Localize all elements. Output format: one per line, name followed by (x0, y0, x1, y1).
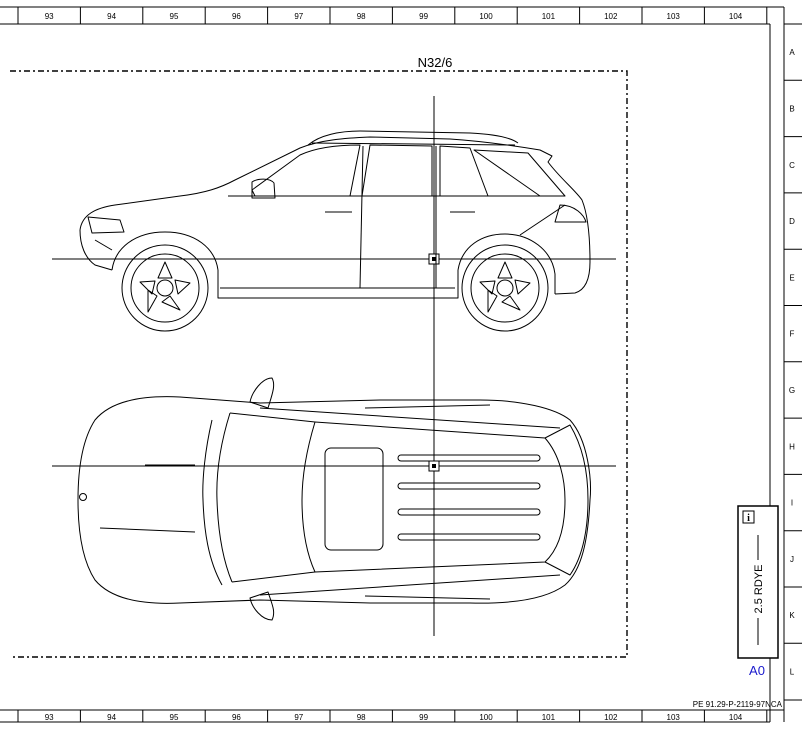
bottom-column-label: 102 (604, 713, 618, 722)
reference-crosshair (52, 96, 616, 636)
bottom-column-label: 100 (479, 713, 493, 722)
top-column-label: 101 (542, 12, 556, 21)
bottom-column-label: 101 (542, 713, 556, 722)
sheet-frame (0, 6, 802, 723)
top-column-label: 94 (107, 12, 116, 21)
row-label: B (789, 104, 794, 113)
top-column-label: 102 (604, 12, 618, 21)
row-label: E (789, 273, 794, 282)
bottom-column-label: 104 (729, 713, 743, 722)
row-ruler-right: A B C D E F G H I J K L (784, 48, 802, 676)
top-column-label: 98 (357, 12, 366, 21)
top-column-label: 97 (294, 12, 303, 21)
component-boundary (10, 70, 628, 658)
row-label: L (790, 667, 795, 676)
info-icon: i (742, 510, 755, 524)
row-label: I (791, 499, 793, 508)
bottom-column-label: 103 (667, 713, 681, 722)
vehicle-top-view (77, 377, 591, 621)
wire-spec: 2.5 RDYE (753, 565, 765, 614)
bottom-column-label: 99 (419, 713, 428, 722)
row-label: G (789, 386, 795, 395)
location-marker-top (428, 460, 440, 472)
wire-info-box: i 2.5 RDYE (737, 505, 779, 659)
row-label: K (789, 611, 795, 620)
vehicle-side-view (79, 130, 591, 332)
row-label: H (789, 442, 795, 451)
top-column-label: 95 (170, 12, 179, 21)
bottom-column-label: 93 (45, 713, 54, 722)
top-column-label: 93 (45, 12, 54, 21)
bottom-column-label: 98 (357, 713, 366, 722)
bottom-column-label: 95 (170, 713, 179, 722)
row-label: J (790, 555, 794, 564)
component-label: N32/6 (418, 55, 453, 70)
top-column-label: 99 (419, 12, 428, 21)
row-label: F (790, 330, 795, 339)
column-ruler-top: 93 94 95 96 97 98 99 100 101 102 103 104 (17, 7, 768, 24)
document-reference: PE 91.29-P-2119-97NCA (693, 700, 783, 709)
svg-text:i: i (747, 513, 750, 524)
connector-label: A0 (749, 663, 765, 678)
row-label: A (789, 48, 795, 57)
bottom-column-label: 96 (232, 713, 241, 722)
location-marker-side (428, 253, 440, 265)
bottom-column-label: 94 (107, 713, 116, 722)
row-label: D (789, 217, 795, 226)
top-column-label: 96 (232, 12, 241, 21)
top-column-label: 100 (479, 12, 493, 21)
column-ruler-bottom: 93 94 95 96 97 98 99 100 101 102 103 104 (17, 710, 768, 722)
top-column-label: 104 (729, 12, 743, 21)
top-column-label: 103 (667, 12, 681, 21)
row-label: C (789, 161, 795, 170)
bottom-column-label: 97 (294, 713, 303, 722)
